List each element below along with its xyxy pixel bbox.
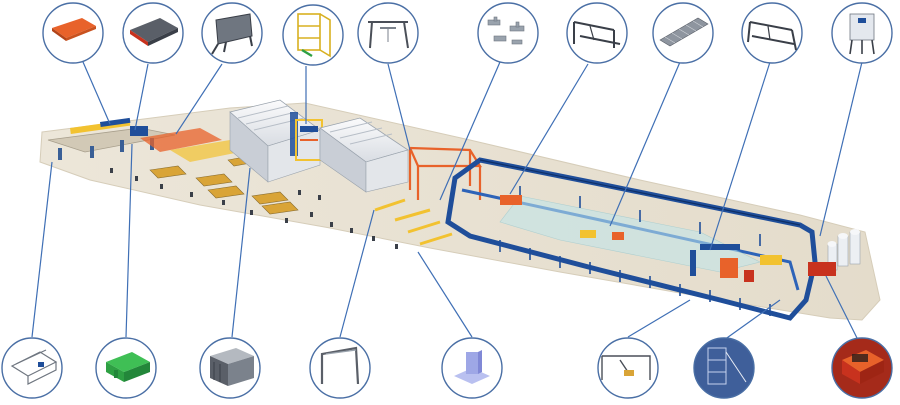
floor-markers bbox=[110, 168, 398, 249]
portal-frame-icon bbox=[320, 346, 360, 385]
transfer-car-icon bbox=[601, 355, 651, 380]
callout-magnet-clamps[interactable] bbox=[477, 2, 539, 64]
callout-green-shutter[interactable] bbox=[95, 337, 157, 399]
shuttering-robot-icon bbox=[211, 13, 253, 55]
curing-chamber-icon bbox=[210, 348, 254, 386]
callout-dark-pallet[interactable] bbox=[122, 2, 184, 64]
callout-shuttering-robot[interactable] bbox=[201, 2, 263, 64]
callout-mesh-panel[interactable] bbox=[652, 2, 714, 64]
callout-portal-frame[interactable] bbox=[309, 337, 371, 399]
cement-silos bbox=[808, 229, 861, 276]
callout-yellow-frame[interactable] bbox=[282, 4, 344, 66]
mesh-panel-icon bbox=[659, 17, 709, 47]
yellow-path-markings bbox=[374, 198, 453, 246]
gantry-crane-icon bbox=[368, 21, 409, 49]
bottom-callouts bbox=[1, 337, 893, 399]
yellow-frame-icon bbox=[297, 13, 331, 58]
top-callouts bbox=[42, 2, 893, 66]
steel-tower-icon bbox=[707, 347, 747, 385]
callout-curing-chamber[interactable] bbox=[199, 337, 261, 399]
concrete-distributor-icon bbox=[842, 350, 884, 384]
column-base-icon bbox=[454, 350, 490, 384]
callout-long-gantry[interactable] bbox=[566, 2, 628, 64]
callout-column-base[interactable] bbox=[441, 337, 503, 399]
double-gantry-icon bbox=[747, 21, 797, 51]
callout-concrete-distributor[interactable] bbox=[831, 337, 893, 399]
long-gantry-icon bbox=[573, 21, 621, 48]
silo-icon bbox=[849, 13, 875, 55]
dark-pallet-icon bbox=[130, 18, 178, 46]
callout-steel-tower[interactable] bbox=[693, 337, 755, 399]
callout-red-pallet[interactable] bbox=[42, 2, 104, 64]
callout-double-gantry[interactable] bbox=[741, 2, 803, 64]
leader-lines bbox=[31, 61, 863, 341]
conveyor-legs bbox=[499, 186, 771, 316]
callout-tilting-table[interactable] bbox=[1, 337, 63, 399]
tilting-table-icon bbox=[10, 349, 58, 385]
curing-hall-1 bbox=[229, 99, 321, 183]
callout-silo[interactable] bbox=[831, 2, 893, 64]
callout-transfer-car[interactable] bbox=[597, 337, 659, 399]
red-pallet-icon bbox=[52, 18, 96, 41]
callout-gantry-crane[interactable] bbox=[357, 2, 419, 64]
green-shutter-icon bbox=[106, 352, 150, 382]
magnet-clamps-icon bbox=[487, 16, 525, 45]
floor-pallets bbox=[149, 155, 299, 215]
loop-machinery bbox=[500, 195, 782, 282]
curing-hall-2 bbox=[319, 117, 409, 193]
